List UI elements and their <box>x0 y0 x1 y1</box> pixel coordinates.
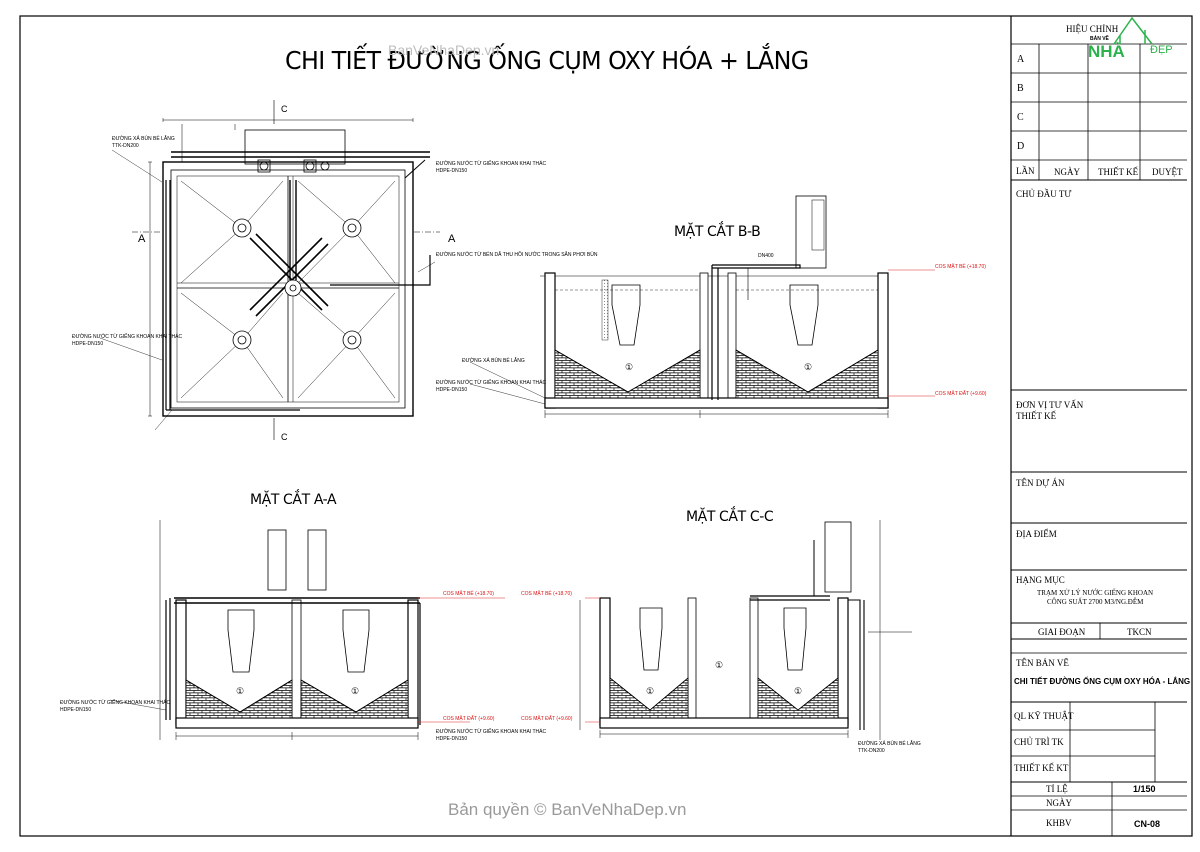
note-well: ĐƯỜNG NƯỚC TỪ GIẾNG KHOAN KHAI THÁC <box>436 380 547 386</box>
scale-label: TỈ LỆ <box>1046 784 1068 794</box>
section-aa <box>109 520 505 740</box>
tank-marker: ① <box>646 686 655 696</box>
note-pipe: HDPE-DN150 <box>60 707 92 713</box>
note-pipe: TTK-DN200 <box>112 143 139 149</box>
watermark-bottom: Bản quyền © BanVeNhaDep.vn <box>448 800 687 819</box>
note-well: ĐƯỜNG NƯỚC TỪ GIẾNG KHOAN KHAI THÁC <box>72 334 183 340</box>
plan-label-a-right: A <box>448 233 456 245</box>
logo-small: BẢN VẼ <box>1090 36 1109 42</box>
code-value: CN-08 <box>1134 819 1161 829</box>
note-well: ĐƯỜNG NƯỚC TỪ GIẾNG KHOAN KHAI THÁC <box>436 729 547 735</box>
scale-value: 1/150 <box>1133 784 1156 794</box>
watermark-logo <box>1113 16 1153 45</box>
revision-row-b: B <box>1017 83 1024 94</box>
level-ground-aa: COS MẶT ĐẤT (+9.60) <box>443 716 495 722</box>
logo-dep: ĐẸP <box>1150 44 1173 56</box>
date-label: NGÀY <box>1046 798 1072 808</box>
level-top-cc: COS MẶT BỂ (+18.70) <box>521 591 572 597</box>
plan-label-a-left: A <box>138 233 146 245</box>
plan-label-c-bottom: C <box>281 432 288 442</box>
revision-col-thietke: THIẾT KẾ <box>1098 167 1139 177</box>
stage-value: TKCN <box>1127 627 1152 637</box>
note-pipe: HDPE-DN150 <box>72 341 104 347</box>
note-well: ĐƯỜNG NƯỚC TỪ GIẾNG KHOAN KHAI THÁC <box>436 161 547 167</box>
section-bb <box>469 195 935 418</box>
title-block <box>1011 43 1187 836</box>
level-ground-cc: COS MẶT ĐẤT (+9.60) <box>521 716 573 722</box>
note-pipe: HDPE-DN150 <box>436 387 468 393</box>
revision-col-ngay: NGÀY <box>1054 167 1080 177</box>
section-bb-title: MẶT CẮT B-B <box>674 224 761 240</box>
section-aa-title: MẶT CẮT A-A <box>250 492 337 508</box>
note-drain: ĐƯỜNG XẢ BÙN BỂ LẮNG <box>112 136 175 142</box>
note-pipe: HDPE-DN150 <box>436 736 468 742</box>
code-label: KHBV <box>1046 818 1072 828</box>
drawing-name-label: TÊN BẢN VẼ <box>1016 658 1069 668</box>
item-label: HẠNG MỤC <box>1016 575 1065 585</box>
owner-label: CHỦ ĐẦU TƯ <box>1016 189 1072 199</box>
revision-col-duyet: DUYỆT <box>1152 167 1183 177</box>
watermark-top: BanVeNhaDep.vn <box>388 42 500 58</box>
note-drain: ĐƯỜNG XẢ BÙN BỂ LẮNG <box>462 358 525 364</box>
drawing-name: CHI TIẾT ĐƯỜNG ỐNG CỤM OXY HÓA - LẮNG <box>1014 677 1191 686</box>
level-ground-bb: COS MẶT ĐẤT (+9.60) <box>935 391 987 397</box>
level-top-bb: COS MẶT BỂ (+18.70) <box>935 264 986 270</box>
tank-marker: ① <box>236 686 245 696</box>
note-recycle: ĐƯỜNG NƯỚC TỪ BỂN DẪ THU HỒI NƯỚC TRONG … <box>436 252 598 258</box>
tank-marker: ① <box>715 660 724 670</box>
revision-header: HIỆU CHỈNH <box>1066 24 1119 34</box>
project-label: TÊN DỰ ÁN <box>1016 478 1065 488</box>
plan-label-c-top: C <box>281 104 288 114</box>
item-value-1: TRẠM XỬ LÝ NƯỚC GIẾNG KHOAN <box>1037 589 1154 597</box>
plan-view <box>99 100 440 440</box>
signer-thietke: THIẾT KẾ KT <box>1014 763 1069 773</box>
revision-col-lan: LẦN <box>1016 166 1035 176</box>
tank-marker: ① <box>794 686 803 696</box>
signer-chutri: CHỦ TRÌ TK <box>1014 737 1064 747</box>
level-top-aa: COS MẶT BỂ (+18.70) <box>443 591 494 597</box>
note-well: ĐƯỜNG NƯỚC TỪ GIẾNG KHOAN KHAI THÁC <box>60 700 171 706</box>
tank-marker: ① <box>351 686 360 696</box>
consultant-label-2: THIẾT KẾ <box>1016 411 1057 421</box>
location-label: ĐỊA ĐIỂM <box>1016 529 1057 539</box>
tank-marker: ① <box>804 362 813 372</box>
logo-main: NHÀ <box>1088 42 1125 61</box>
section-cc-title: MẶT CẮT C-C <box>686 509 774 525</box>
note-pipe: TTK-DN200 <box>858 748 885 754</box>
note-pipe: DN400 <box>758 253 774 259</box>
sheet-border <box>19 15 1193 837</box>
consultant-label: ĐƠN VỊ TƯ VẤN <box>1016 400 1084 410</box>
note-drain: ĐƯỜNG XẢ BÙN BỂ LẮNG <box>858 741 921 747</box>
drawing-title: CHI TIẾT ĐƯỜNG ỐNG CỤM OXY HÓA + LẮNG <box>285 46 809 75</box>
revision-row-a: A <box>1017 54 1025 65</box>
item-value-2: CÔNG SUẤT 2700 M3/NG.ĐÊM <box>1047 598 1144 606</box>
section-cc <box>579 520 912 740</box>
stage-label: GIAI ĐOẠN <box>1038 627 1086 637</box>
note-pipe: HDPE-DN150 <box>436 168 468 174</box>
signer-ql: QL KỸ THUẬT <box>1014 711 1074 721</box>
revision-row-c: C <box>1017 112 1024 123</box>
tank-marker: ① <box>625 362 634 372</box>
revision-row-d: D <box>1017 141 1025 152</box>
